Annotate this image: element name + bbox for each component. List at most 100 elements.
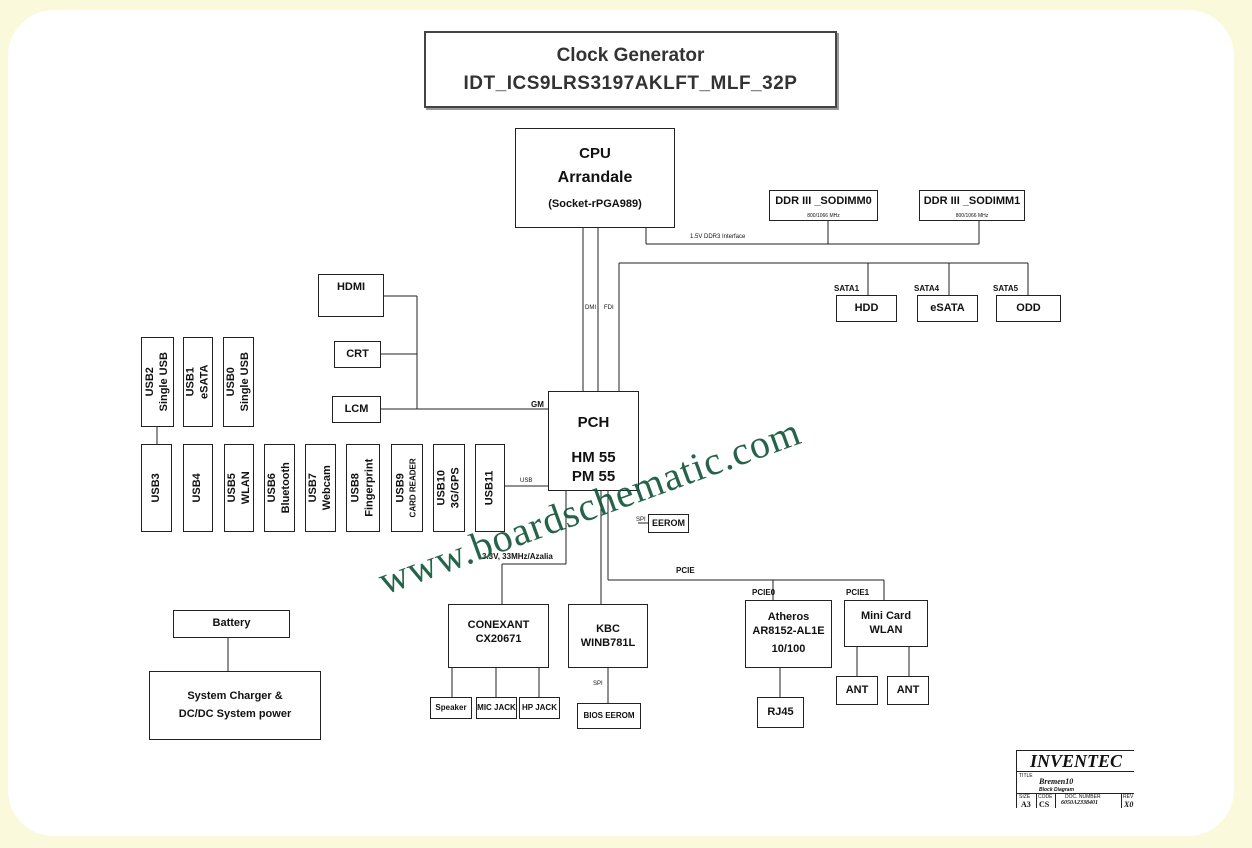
usb-top-1-desc: eSATA (198, 364, 210, 400)
wlan-label: WLAN (869, 623, 903, 636)
lcm-label: LCM (344, 402, 369, 415)
sodimm0-label: DDR III _SODIMM0 (775, 195, 872, 207)
ddr3-interface-label: 1.5V DDR3 Interface (690, 234, 746, 240)
crt-label: CRT (346, 347, 369, 360)
hp-jack-label: HP JACK (522, 703, 557, 712)
rev-value: X0 (1124, 800, 1134, 808)
eerom-block: EEROM (648, 514, 689, 533)
charger-label-2: DC/DC System power (178, 707, 292, 720)
hp-jack-block: HP JACK (519, 697, 560, 719)
battery-block: Battery (173, 610, 290, 638)
sodimm0-speed: 800/1066 MHz (807, 212, 840, 219)
kbc-model: WINB781L (580, 636, 636, 649)
usb-row-4-id: USB7 (306, 473, 319, 503)
odd-block: ODD (996, 295, 1061, 322)
rj45-label: RJ45 (767, 705, 794, 718)
spi-eerom-label: SPI (636, 517, 646, 523)
rj45-block: RJ45 (757, 697, 804, 728)
ant-block-2: ANT (887, 676, 929, 705)
sata4-label: SATA4 (914, 284, 940, 293)
sodimm0-block: DDR III _SODIMM0 800/1066 MHz (769, 190, 878, 221)
code-label: CODE (1038, 794, 1053, 800)
esata-block: eSATA (917, 295, 978, 322)
size-label: SIZE (1019, 794, 1031, 800)
clock-generator-title: Clock Generator IDT_ICS9LRS3197AKLFT_MLF… (424, 31, 837, 108)
hdmi-block: HDMI (318, 274, 384, 317)
lan-speed: 10/100 (771, 642, 806, 655)
system-charger-block: System Charger & DC/DC System power (149, 671, 321, 740)
title-block: INVENTEC TITLE Bremen10 Block Diagram SI… (1016, 750, 1134, 808)
pcie-label: PCIE (676, 566, 695, 575)
pch-block: PCH HM 55 PM 55 (548, 391, 639, 491)
usb-top-2-id: USB0 (224, 367, 237, 397)
mini-card-label: Mini Card (860, 609, 912, 622)
cpu-label: CPU (579, 144, 611, 162)
lan-model: AR8152-AL1E (752, 625, 825, 638)
usb-row-0: USB3 (141, 444, 172, 532)
sata5-label: SATA5 (993, 284, 1019, 293)
usb-row-7-desc: 3G/GPS (449, 467, 461, 509)
usb-top-0-desc: Single USB (157, 352, 170, 412)
cpu-model: Arrandale (557, 168, 633, 186)
usb-top-1-id: USB1 (184, 367, 197, 397)
usb-row-6-id: USB9 (395, 473, 408, 503)
bios-eerom-label: BIOS EEROM (583, 711, 635, 720)
usb-row-5-desc: Fingerprint (363, 458, 375, 518)
kbc-label: KBC (596, 623, 620, 635)
pcie1-label: PCIE1 (846, 588, 870, 597)
usb-row-7-id: USB10 (435, 470, 448, 506)
dmi-label: DMI (585, 305, 596, 311)
usb-row-2-id: USB5 (225, 473, 238, 503)
charger-label-1: System Charger & (187, 689, 283, 702)
title-label: TITLE (1019, 773, 1033, 779)
sodimm1-label: DDR III _SODIMM1 (923, 195, 1021, 207)
crt-block: CRT (334, 341, 381, 368)
usb-row-1: USB4 (183, 444, 213, 532)
size-value: A3 (1021, 800, 1031, 808)
odd-label: ODD (1016, 301, 1041, 314)
pcie0-label: PCIE0 (752, 588, 776, 597)
cpu-block: CPU Arrandale (Socket-rPGA989) (515, 128, 675, 228)
ant-label-1: ANT (845, 683, 869, 696)
rev-label: REV (1123, 794, 1134, 800)
lan-vendor: Atheros (767, 611, 810, 624)
doc-subtitle: Block Diagram (1039, 787, 1075, 793)
kbc-block: KBC WINB781L (568, 604, 648, 668)
cpu-socket: (Socket-rPGA989) (548, 197, 642, 210)
gm-label: GM (531, 400, 544, 409)
company-name: INVENTEC (1017, 751, 1134, 772)
pch-model-1: HM 55 (571, 448, 616, 466)
usb-row-4-desc: Webcam (320, 465, 333, 511)
codec-vendor: CONEXANT (467, 619, 530, 631)
azalia-label: 3.3V, 33MHz/Azalia (482, 552, 553, 561)
usb-row-5-id: USB8 (349, 473, 362, 503)
fdi-label: FDI (604, 305, 614, 311)
ant-block-1: ANT (836, 676, 878, 705)
usb-row-2-desc: WLAN (239, 471, 251, 505)
usb-top-2-desc: Single USB (238, 352, 251, 412)
pch-model-2: PM 55 (571, 467, 616, 485)
mini-card-wlan-block: Mini Card WLAN (844, 600, 928, 647)
sodimm1-speed: 800/1066 MHz (955, 212, 989, 219)
doc-number-label: DOC. NUMBER (1065, 794, 1101, 800)
usb-row-3-desc: Bluetooth (279, 462, 292, 514)
title-line-1: Clock Generator (556, 44, 705, 66)
usb-row-0-id: USB3 (149, 473, 162, 503)
hdmi-label: HDMI (336, 281, 366, 293)
sata1-label: SATA1 (834, 284, 860, 293)
hdd-label: HDD (854, 301, 879, 314)
conexant-codec-block: CONEXANT CX20671 (448, 604, 549, 668)
board-name: Bremen10 (1039, 777, 1074, 786)
codec-model: CX20671 (475, 632, 522, 645)
spi-bios-label: SPI (593, 681, 603, 687)
usb-row-3-id: USB6 (265, 473, 278, 503)
lcm-block: LCM (332, 396, 381, 423)
